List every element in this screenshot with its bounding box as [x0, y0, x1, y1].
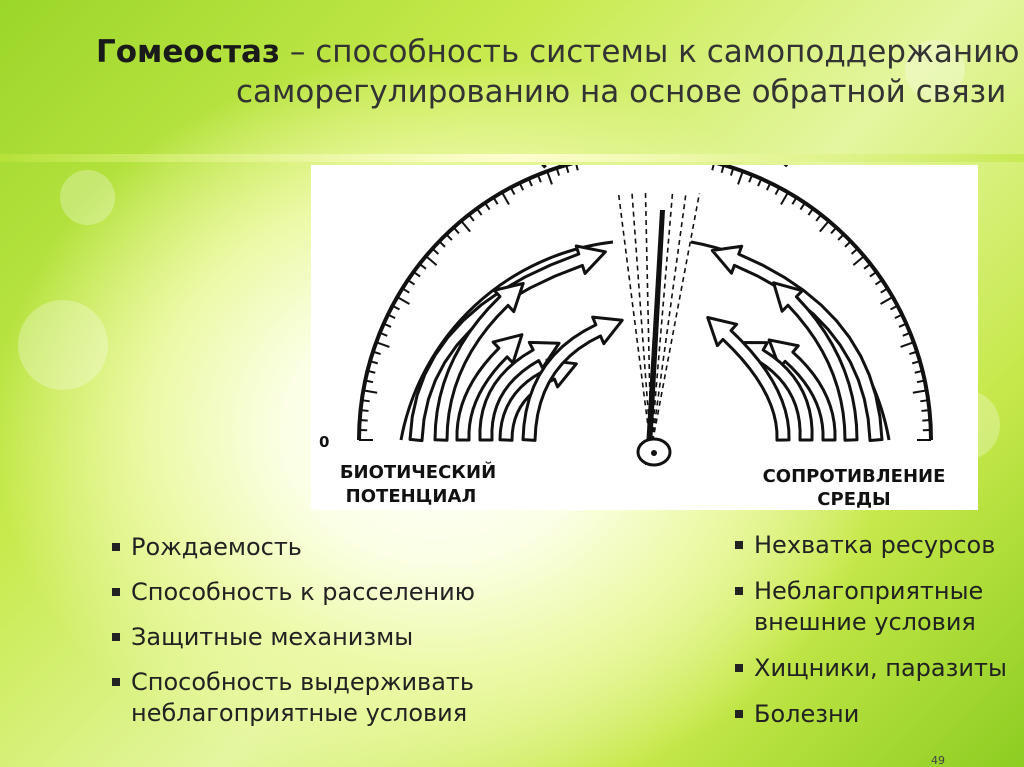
biotic-arrow	[521, 315, 624, 442]
fan-dashed-line	[650, 192, 687, 451]
right-label-line1: СОПРОТИВЛЕНИЕ	[763, 466, 946, 487]
gauge-tick	[880, 296, 894, 305]
resistance-arrow	[706, 316, 791, 442]
page-number: 49	[931, 754, 945, 767]
background-bokeh	[60, 170, 115, 225]
slide-title: Гомеостаз – способность системы к самопо…	[96, 32, 1024, 112]
gauge-inner-arc-left	[399, 240, 614, 441]
zero-label: 0	[319, 433, 329, 451]
biotic-arrow	[433, 281, 525, 442]
list-item: Рождаемость	[110, 532, 540, 563]
gauge-tick	[900, 341, 915, 348]
arc-label: РАЗМЕР ПОПУЛЯЦИИ	[532, 165, 800, 174]
background-bokeh	[18, 300, 108, 390]
gauge-tick	[780, 191, 789, 205]
biotic-arrow	[478, 340, 561, 442]
gauge-tick	[737, 170, 744, 185]
title-term: Гомеостаз	[96, 34, 280, 70]
biotic-potential-arrows	[408, 244, 624, 443]
gauge-tick	[375, 341, 390, 348]
left-label-line1: БИОТИЧЕСКИЙ	[340, 461, 496, 483]
gauge-needle	[645, 210, 665, 465]
background-bokeh	[905, 40, 965, 100]
resistance-arrow	[767, 338, 837, 442]
gauge-tick	[852, 255, 865, 266]
gauge-tick	[546, 170, 553, 185]
biotic-potential-list: Рождаемость Способность к расселению Защ…	[110, 532, 540, 743]
needle-pivot-dot	[651, 450, 657, 456]
list-item: Способность выдерживать неблагоприятные …	[110, 667, 540, 729]
biotic-arrow	[455, 333, 524, 442]
list-item: Защитные механизмы	[110, 622, 540, 653]
gauge-tick	[425, 255, 438, 266]
header-divider-band	[0, 154, 1024, 162]
title-definition-line1: – способность системы к самоподдержанию …	[280, 34, 1024, 70]
title-definition-line2: саморегулированию на основе обратной свя…	[236, 74, 1007, 110]
fan-dashed-line	[631, 192, 652, 451]
biotic-arrow	[408, 244, 607, 443]
needle-fan-lines	[617, 192, 701, 451]
list-item: Способность к расселению	[110, 577, 540, 608]
gauge-svg: РАЗМЕР ПОПУЛЯЦИИ 0 БИОТИЧЕСКИЙ ПОТЕНЦИАЛ…	[319, 165, 946, 510]
fan-dashed-line	[650, 192, 674, 451]
gauge-tick	[501, 191, 510, 205]
fan-dashed-line	[617, 192, 652, 451]
resistance-arrow	[710, 244, 884, 443]
gauge-tick	[396, 296, 410, 305]
gauge-outer-arc	[357, 165, 933, 441]
right-label-line2: СРЕДЫ	[817, 489, 890, 510]
arc-label-text: РАЗМЕР ПОПУЛЯЦИИ	[532, 165, 798, 174]
resistance-arrow	[772, 281, 859, 442]
fan-dashed-line	[644, 192, 652, 451]
gauge-tick	[711, 165, 715, 171]
list-item: Неблагоприятные внешние условия	[733, 576, 1024, 638]
list-item: Болезни	[733, 699, 1024, 730]
gauge-tick	[575, 165, 579, 171]
gauge-tick	[460, 220, 471, 233]
gauge-tick	[819, 220, 830, 233]
gauge-tick	[363, 389, 378, 394]
list-item: Нехватка ресурсов	[733, 530, 1024, 561]
environment-resistance-list: Нехватка ресурсов Неблагоприятные внешни…	[733, 530, 1024, 745]
environment-resistance-arrows	[706, 244, 884, 443]
list-item: Хищники, паразиты	[733, 653, 1024, 684]
population-gauge-diagram: РАЗМЕР ПОПУЛЯЦИИ 0 БИОТИЧЕСКИЙ ПОТЕНЦИАЛ…	[311, 165, 978, 510]
fan-dashed-line	[650, 192, 701, 451]
gauge-tick	[912, 389, 927, 394]
left-label-line2: ПОТЕНЦИАЛ	[346, 486, 477, 507]
